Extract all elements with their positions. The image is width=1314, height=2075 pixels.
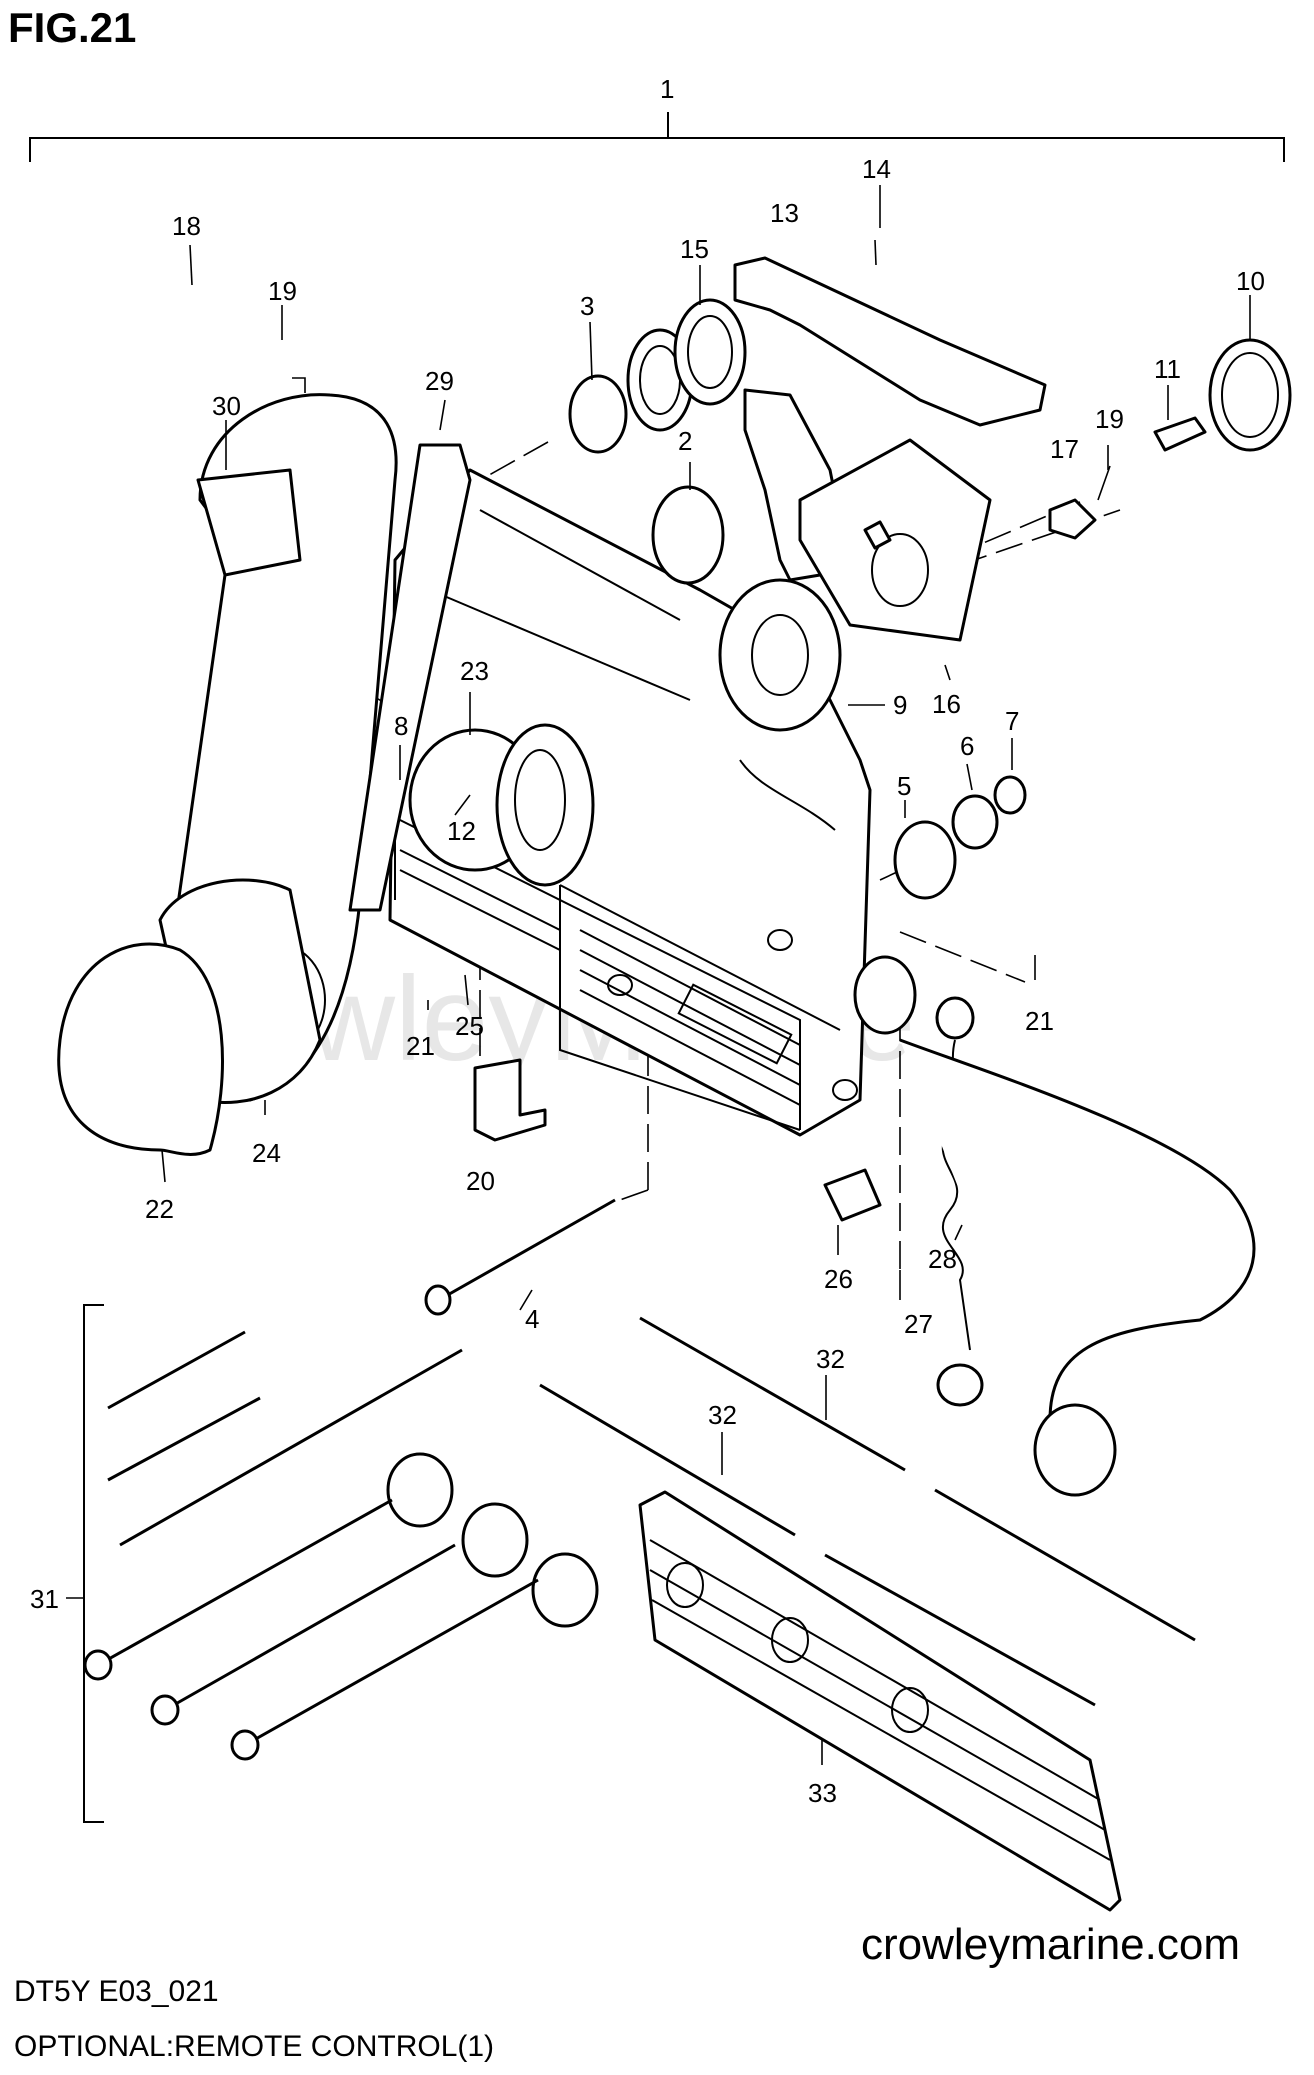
figure-caption: OPTIONAL:REMOTE CONTROL(1): [14, 2030, 495, 2063]
callout-25: 25: [455, 1011, 484, 1041]
key-switch-harness: [853, 955, 1256, 1497]
callout-21-left: 21: [406, 1031, 435, 1061]
callout-2: 2: [678, 426, 692, 456]
callout-9: 9: [893, 690, 907, 720]
bracket: [473, 1058, 547, 1142]
callout-32-upper: 32: [816, 1344, 845, 1374]
shaft-parts: [568, 298, 992, 732]
callout-33: 33: [808, 1778, 837, 1808]
group-31-bracket: [83, 1304, 104, 1823]
callout-20: 20: [466, 1166, 495, 1196]
mounting-kit-group: [83, 1330, 599, 1761]
callout-17: 17: [1050, 434, 1079, 464]
callout-19-right: 19: [1095, 404, 1124, 434]
control-cables: [539, 1316, 1196, 1707]
callout-27: 27: [904, 1309, 933, 1339]
small-hardware: [893, 775, 1027, 900]
callout-labels: 1 2 3 4 5 6 7 8 9 10 11 12 13 14 15 16 1…: [30, 74, 1265, 1808]
callout-14: 14: [862, 154, 891, 184]
callout-21-right: 21: [1025, 1006, 1054, 1036]
callout-5: 5: [897, 771, 911, 801]
callout-23: 23: [460, 656, 489, 686]
callout-29: 29: [425, 366, 454, 396]
callout-28: 28: [928, 1244, 957, 1274]
right-side-parts: [863, 338, 1292, 550]
callout-leaders: [66, 112, 1251, 1765]
callout-3: 3: [580, 291, 594, 321]
clip: [823, 1168, 882, 1222]
callout-22: 22: [145, 1194, 174, 1224]
callout-16: 16: [932, 689, 961, 719]
cover-panel: [638, 1490, 1122, 1912]
callout-30: 30: [212, 391, 241, 421]
model-code: DT5Y E03_021: [14, 1975, 219, 2008]
callout-32-lower: 32: [708, 1400, 737, 1430]
callout-18: 18: [172, 211, 201, 241]
through-bolt: [424, 1198, 616, 1316]
assembly-bracket: [29, 112, 1285, 162]
callout-31: 31: [30, 1584, 59, 1614]
figure-title: FIG.21: [8, 4, 137, 51]
callout-26: 26: [824, 1264, 853, 1294]
callout-11: 11: [1154, 354, 1181, 384]
friction-drum: [408, 723, 595, 887]
throttle-plate: [733, 256, 1047, 427]
callout-8: 8: [394, 711, 408, 741]
control-lever-handle: [158, 393, 472, 1104]
callout-19-left: 19: [268, 276, 297, 306]
website-url: crowleymarine.com: [861, 1920, 1240, 1969]
callout-7: 7: [1005, 706, 1019, 736]
callout-10: 10: [1236, 266, 1265, 296]
callout-13: 13: [770, 198, 799, 228]
callout-24: 24: [252, 1138, 281, 1168]
callout-12: 12: [447, 816, 476, 846]
callout-4: 4: [525, 1304, 539, 1334]
side-cover-disk: [57, 942, 224, 1156]
callout-1: 1: [660, 74, 674, 104]
callout-15: 15: [680, 234, 709, 264]
callout-6: 6: [960, 731, 974, 761]
